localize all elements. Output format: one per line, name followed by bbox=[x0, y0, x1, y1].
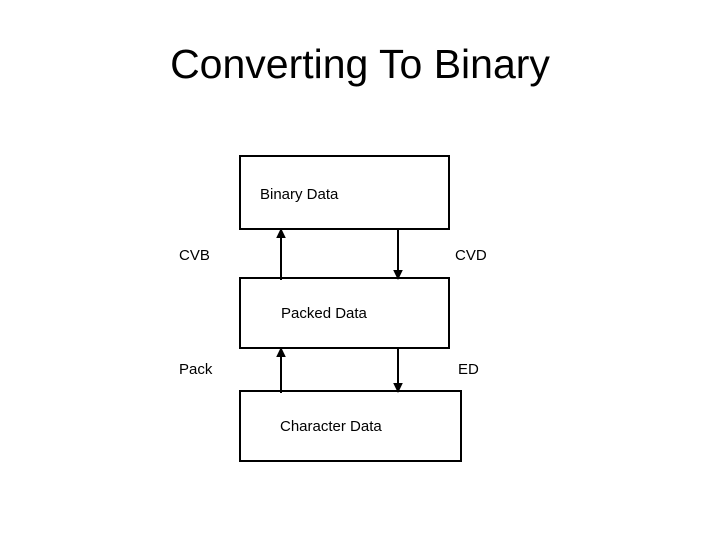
arrow-up-packed-to-binary-icon bbox=[276, 228, 286, 280]
edge-label-pack: Pack bbox=[179, 361, 213, 378]
arrow-up-character-to-packed-icon bbox=[276, 347, 286, 393]
diagram-box-binary-data bbox=[239, 155, 450, 230]
edge-label-cvb: CVB bbox=[179, 247, 210, 264]
diagram-box-label-packed-data: Packed Data bbox=[281, 305, 367, 322]
diagram-box-label-character-data: Character Data bbox=[280, 418, 382, 435]
arrow-down-packed-to-character-icon bbox=[393, 347, 403, 393]
page-title: Converting To Binary bbox=[170, 41, 550, 87]
diagram-box-character-data bbox=[239, 390, 462, 462]
edge-label-ed: ED bbox=[458, 361, 479, 378]
edge-label-cvd: CVD bbox=[455, 247, 487, 264]
diagram-box-label-binary-data: Binary Data bbox=[260, 186, 339, 203]
diagram-box-packed-data bbox=[239, 277, 450, 349]
arrow-down-binary-to-packed-icon bbox=[393, 228, 403, 280]
